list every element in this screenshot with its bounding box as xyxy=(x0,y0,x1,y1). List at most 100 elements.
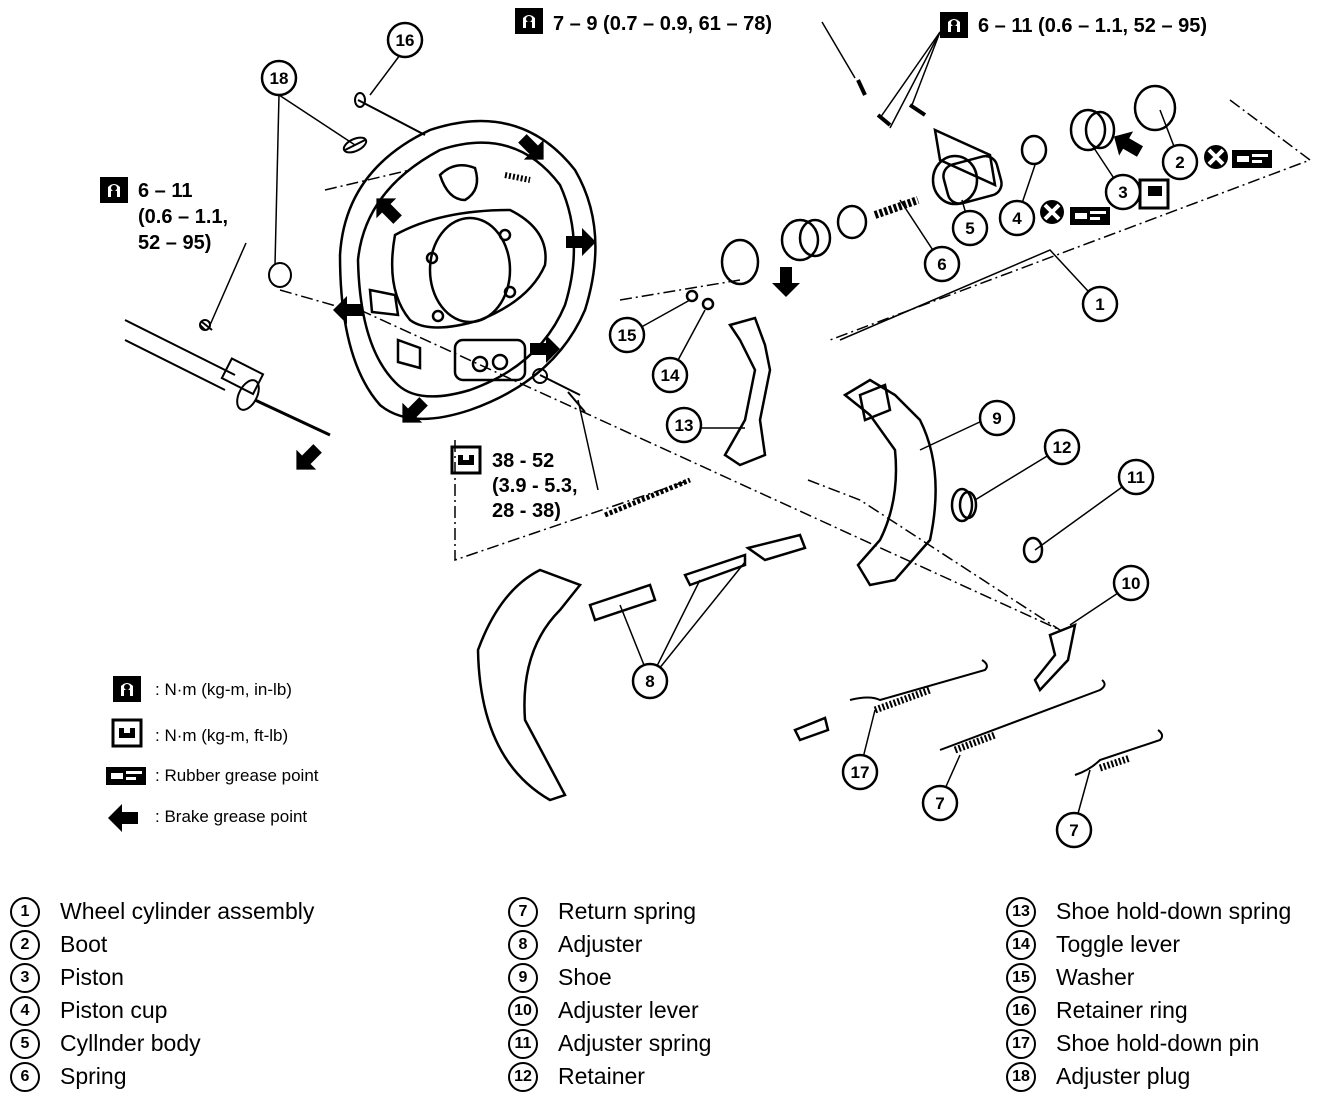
svg-text:16: 16 xyxy=(396,31,415,50)
brake-grease-arrow-icon xyxy=(366,188,408,230)
svg-text:(3.9 - 5.3,: (3.9 - 5.3, xyxy=(492,475,578,497)
callout-18: 18 xyxy=(260,59,298,97)
svg-text:6 – 11: 6 – 11 xyxy=(138,180,193,202)
callout-15: 14 xyxy=(651,356,689,394)
part-name: Cyllnder body xyxy=(60,1030,201,1056)
svg-text:6 – 11 (0.6 – 1.1, 52 – 95): 6 – 11 (0.6 – 1.1, 52 – 95) xyxy=(978,15,1207,37)
parking-cable xyxy=(124,319,331,437)
svg-text:2: 2 xyxy=(1175,153,1184,172)
part-name: Shoe xyxy=(558,964,612,990)
part-row: 6 Spring xyxy=(10,1060,314,1093)
part-number: 2 xyxy=(10,929,40,960)
svg-text:: Rubber grease point: : Rubber grease point xyxy=(155,766,319,785)
part-number: 15 xyxy=(1006,962,1036,993)
svg-text:8: 8 xyxy=(645,672,654,691)
torque-spec-center: 38 - 52 (3.9 - 5.3, 28 - 38) xyxy=(450,445,578,522)
part-number: 3 xyxy=(10,962,40,993)
shoe-components xyxy=(476,289,1077,802)
svg-text:: N·m (kg-m, ft-lb): : N·m (kg-m, ft-lb) xyxy=(155,726,288,745)
callouts: 16 18 2 3 4 5 6 1 15 14 13 9 12 11 10 8 … xyxy=(260,21,1199,849)
svg-text:13: 13 xyxy=(675,416,694,435)
svg-text:38 - 52: 38 - 52 xyxy=(492,450,554,472)
part-number: 5 xyxy=(10,1028,40,1059)
part-number: 18 xyxy=(1006,1061,1036,1092)
part-number: 1 xyxy=(10,896,40,927)
part-name: Adjuster xyxy=(558,931,643,957)
svg-text:15: 15 xyxy=(618,326,637,345)
torque-wrench-icon xyxy=(515,8,543,34)
rubber-grease-icon xyxy=(1232,150,1272,168)
svg-text:7 – 9 (0.7 – 0.9, 61 – 78): 7 – 9 (0.7 – 0.9, 61 – 78) xyxy=(553,13,772,35)
backing-plate xyxy=(338,119,597,421)
svg-text:14: 14 xyxy=(661,366,680,385)
callout-17: 16 xyxy=(386,21,424,59)
part-name: Retainer xyxy=(558,1063,645,1089)
cross-icon xyxy=(1202,143,1230,171)
svg-text:6: 6 xyxy=(937,255,946,274)
brake-grease-arrow-icon xyxy=(108,804,138,832)
callout-1: 1 xyxy=(1081,285,1119,323)
svg-text:5: 5 xyxy=(965,219,974,238)
part-name: Spring xyxy=(60,1063,127,1089)
part-name: Boot xyxy=(60,931,108,957)
svg-text:9: 9 xyxy=(992,409,1001,428)
svg-text:18: 18 xyxy=(270,69,289,88)
part-row: 9 Shoe xyxy=(508,961,711,994)
part-name: Piston cup xyxy=(60,997,168,1023)
callout-7a: 7 xyxy=(921,784,959,822)
fasteners xyxy=(199,92,691,518)
callout-3: 3 xyxy=(1104,173,1142,211)
callout-4: 4 xyxy=(998,199,1036,237)
part-number: 14 xyxy=(1006,929,1036,960)
guide-lines xyxy=(279,99,1312,631)
callout-13: 12 xyxy=(1043,428,1081,466)
svg-text:(0.6 – 1.1,: (0.6 – 1.1, xyxy=(138,206,228,228)
part-number: 6 xyxy=(10,1061,40,1092)
callout-2: 2 xyxy=(1161,143,1199,181)
svg-text:10: 10 xyxy=(1122,574,1141,593)
brake-grease-arrow-icon xyxy=(772,267,800,297)
svg-text:1: 1 xyxy=(1095,295,1104,314)
socket-wrench-icon xyxy=(450,445,482,475)
callout-5: 5 xyxy=(951,209,989,247)
part-name: Adjuster plug xyxy=(1056,1063,1191,1089)
part-row: 8 Adjuster xyxy=(508,928,711,961)
part-row: 17 Shoe hold-down pin xyxy=(1006,1027,1291,1060)
part-number: 9 xyxy=(508,962,538,993)
torque-wrench-icon xyxy=(113,676,141,702)
svg-text:7: 7 xyxy=(1069,821,1078,840)
svg-text:7: 7 xyxy=(935,794,944,813)
brake-grease-arrow-icon xyxy=(392,391,434,433)
cross-icon xyxy=(1038,198,1066,226)
part-name: Shoe hold-down pin xyxy=(1056,1030,1260,1056)
svg-text:12: 12 xyxy=(1053,438,1072,457)
part-number: 8 xyxy=(508,929,538,960)
torque-wrench-icon xyxy=(940,12,968,38)
brake-grease-arrow-icon xyxy=(286,438,328,480)
socket-wrench-icon xyxy=(111,718,143,748)
part-name: Toggle lever xyxy=(1056,931,1181,957)
wheel-cylinder-parts xyxy=(720,79,1177,286)
part-name: Retainer ring xyxy=(1056,997,1188,1023)
part-row: 14 Toggle lever xyxy=(1006,928,1291,961)
legend: : N·m (kg-m, in-lb) : N·m (kg-m, ft-lb) … xyxy=(106,676,319,832)
rubber-grease-icon xyxy=(1070,207,1110,225)
part-name: Return spring xyxy=(558,898,697,924)
part-number: 10 xyxy=(508,995,538,1026)
part-number: 17 xyxy=(1006,1028,1036,1059)
callout-9: 9 xyxy=(978,399,1016,437)
callout-11: 17 xyxy=(841,753,879,791)
part-name: Washer xyxy=(1056,964,1135,990)
part-row: 18 Adjuster plug xyxy=(1006,1060,1291,1093)
